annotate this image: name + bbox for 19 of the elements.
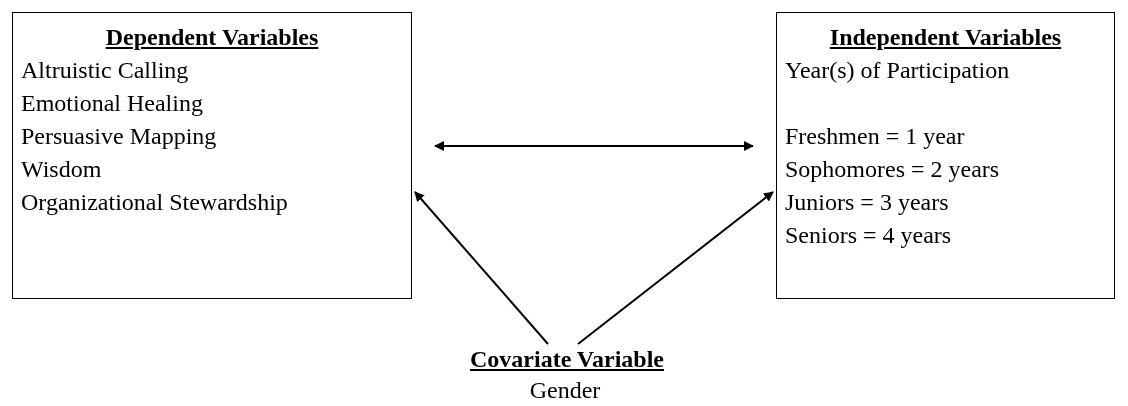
arrow — [577, 191, 774, 345]
section-heading: Covariate Variable — [470, 345, 664, 374]
variable-label: Seniors = 4 years — [785, 221, 952, 250]
variable-label: Organizational Stewardship — [21, 188, 288, 217]
variable-label: Wisdom — [21, 155, 102, 184]
variable-label: Altruistic Calling — [21, 56, 189, 85]
variable-label: Persuasive Mapping — [21, 122, 217, 151]
variable-label: Gender — [529, 376, 601, 405]
variable-label: Sophomores = 2 years — [785, 155, 1000, 184]
section-heading: Dependent Variables — [105, 23, 319, 52]
variable-label: Juniors = 3 years — [785, 188, 949, 217]
variable-box — [776, 12, 1115, 299]
arrow — [434, 141, 754, 151]
variable-label: Emotional Healing — [21, 89, 203, 118]
section-heading: Independent Variables — [829, 23, 1062, 52]
variable-label: Year(s) of Participation — [785, 56, 1010, 85]
arrow — [414, 191, 549, 345]
variable-box — [12, 12, 412, 299]
variable-label: Freshmen = 1 year — [785, 122, 965, 151]
